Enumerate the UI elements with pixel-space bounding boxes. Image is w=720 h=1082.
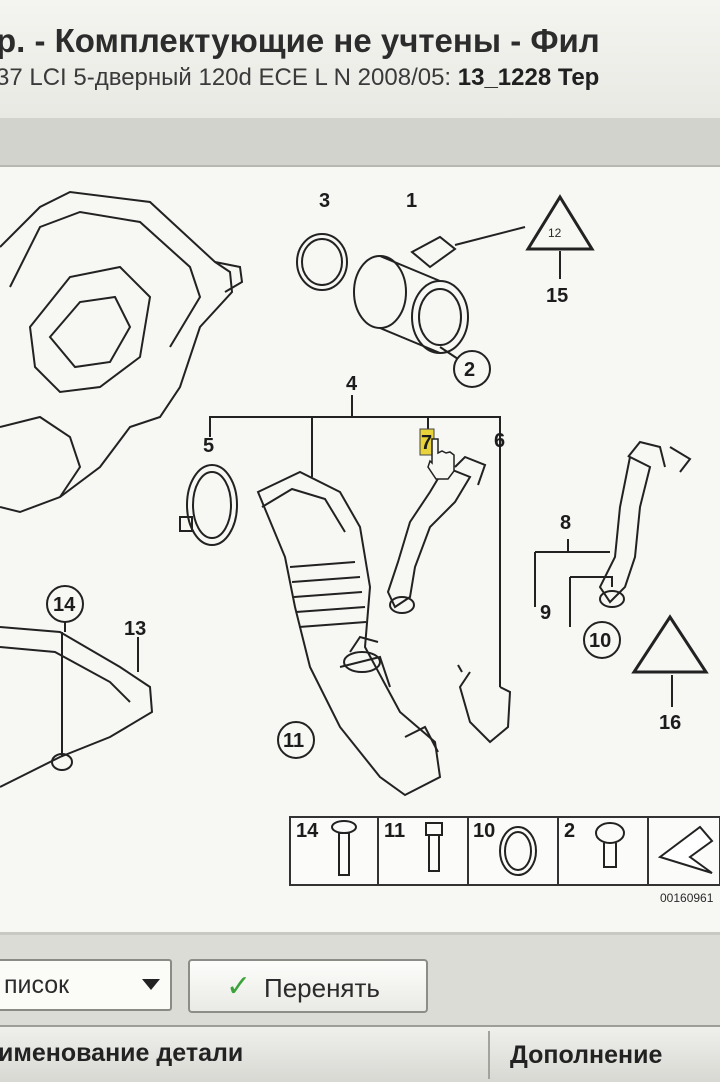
fastener-num-14: 14 — [296, 820, 319, 842]
callout-2: 2 — [464, 359, 475, 381]
arrow-icon — [657, 825, 714, 874]
callout-13: 13 — [124, 618, 146, 640]
subtitle-group: 13_1228 Тер — [457, 64, 600, 91]
chevron-down-icon[interactable] — [142, 979, 160, 990]
fastener-num-2: 2 — [564, 820, 575, 842]
fastener-num-10: 10 — [473, 820, 495, 842]
checkmark-icon: ✓ — [226, 969, 252, 1004]
callout-1: 1 — [406, 190, 417, 212]
callout-15: 15 — [546, 285, 568, 307]
callout-11: 11 — [283, 730, 304, 752]
parts-diagram[interactable]: 1 2 3 4 5 6 7 8 9 10 11 12 13 14 15 16 — [0, 165, 720, 932]
model-subtitle: 37 LCI 5-дверный 120d ECE L N 2008/05: 1… — [0, 64, 599, 92]
callout-6: 6 — [494, 430, 505, 452]
column-part-name[interactable]: именование детали — [0, 1039, 244, 1067]
triangle-label-12a: 12 — [548, 226, 562, 240]
apply-button[interactable]: ✓ Перенять — [188, 959, 428, 1013]
window-title: р. - Комплектующие не учтены - Фил — [0, 22, 600, 59]
subtitle-model: 37 LCI 5-дверный 120d ECE L N 2008/05: — [0, 64, 458, 91]
callout-3: 3 — [319, 190, 330, 212]
callout-10: 10 — [589, 630, 611, 652]
callout-9: 9 — [540, 602, 551, 624]
column-supplement[interactable]: Дополнение — [510, 1041, 663, 1069]
image-code: 00160961 — [660, 891, 714, 905]
list-select-value: писок — [4, 971, 70, 999]
list-select[interactable]: писок — [0, 959, 172, 1011]
window-header: р. - Комплектующие не учтены - Фил 37 LC… — [0, 0, 720, 118]
callout-14: 14 — [53, 594, 76, 616]
callout-5: 5 — [203, 435, 214, 457]
toolbar: писок ✓ Перенять — [0, 935, 720, 1025]
fastener-strip: 14 11 10 2 00160961 — [289, 816, 720, 905]
callout-16: 16 — [659, 712, 681, 734]
column-divider[interactable] — [488, 1031, 490, 1079]
apply-button-label: Перенять — [264, 973, 380, 1003]
fastener-num-11: 11 — [384, 820, 405, 842]
callout-8: 8 — [560, 512, 571, 534]
hand-cursor-icon — [427, 438, 455, 480]
table-header: именование детали Дополнение — [0, 1025, 720, 1082]
callout-7: 7 — [421, 432, 432, 454]
callout-4: 4 — [346, 373, 358, 395]
exploded-view-drawing: 1 2 3 4 5 6 7 8 9 10 11 12 13 14 15 16 — [0, 190, 720, 905]
header-separator — [0, 118, 720, 168]
